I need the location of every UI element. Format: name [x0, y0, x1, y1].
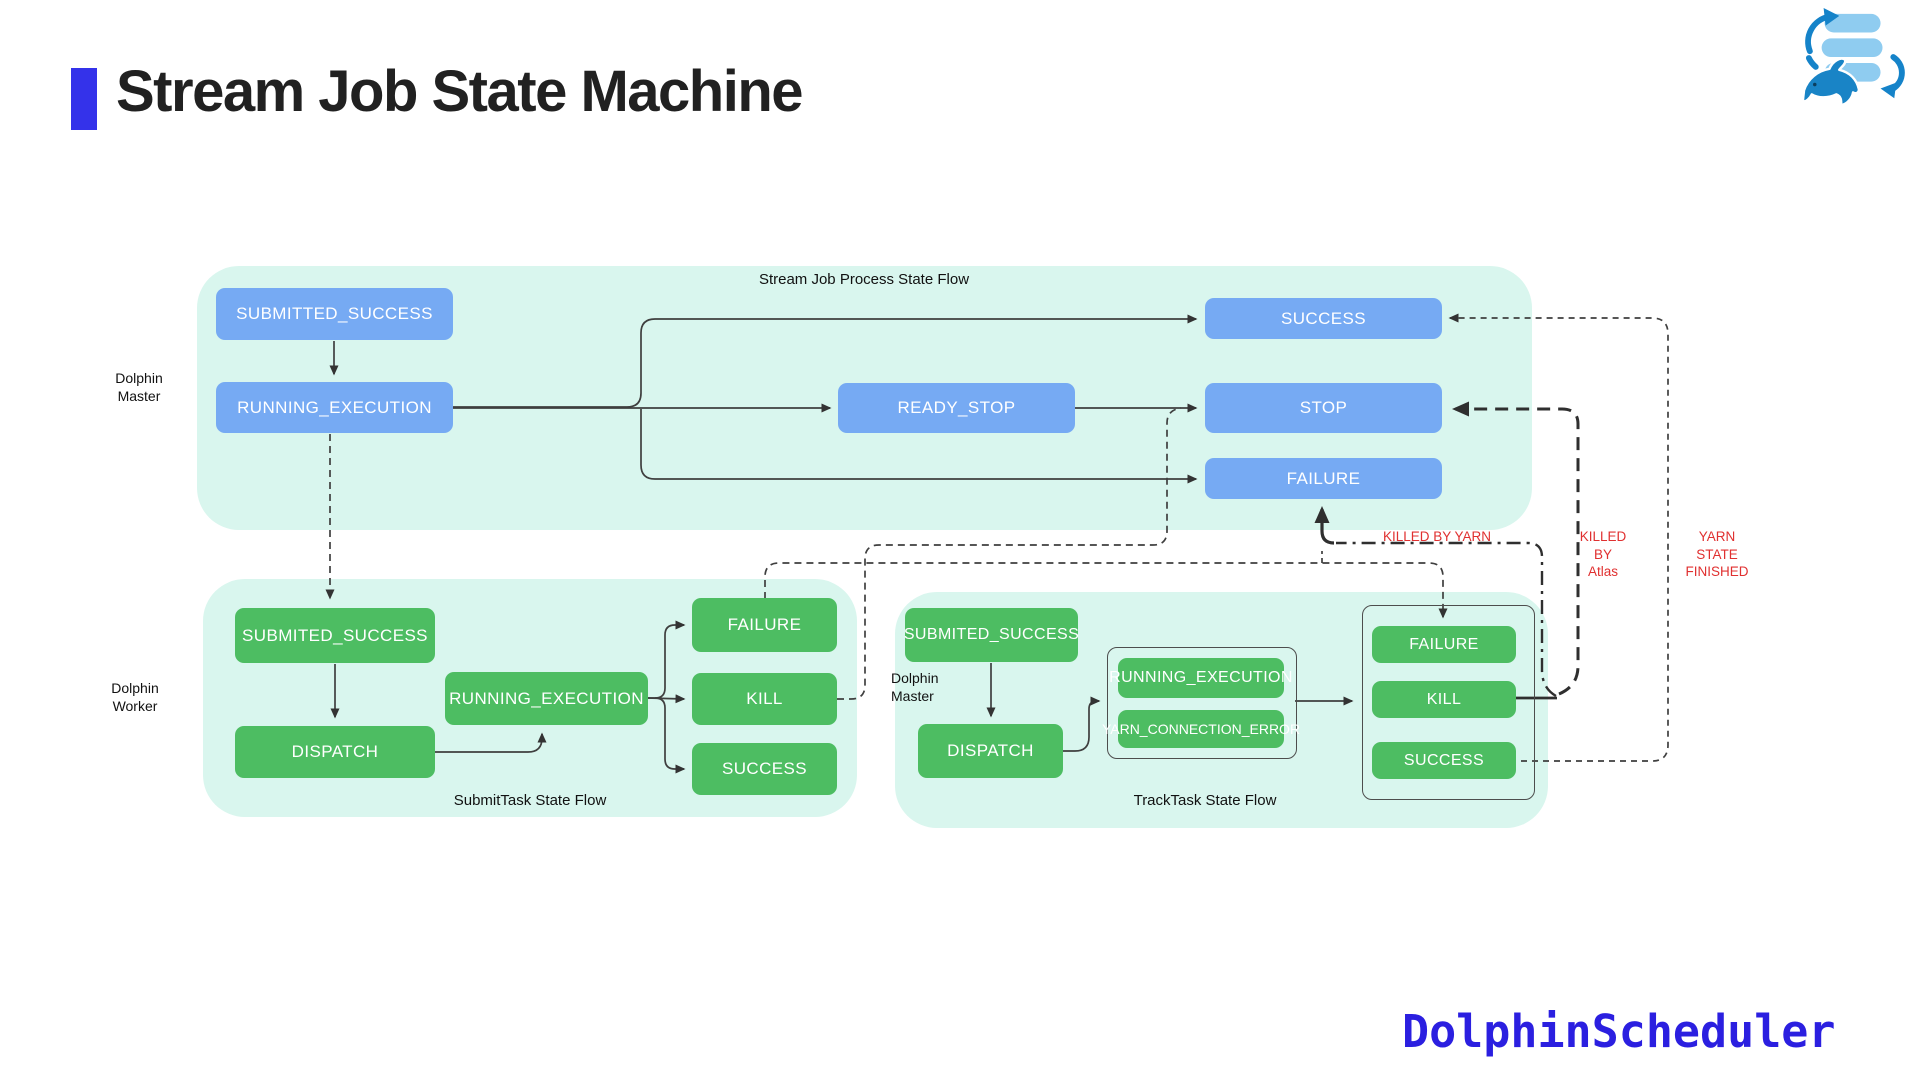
node-process-ready-stop: READY_STOP [838, 383, 1075, 433]
node-process-running-execution: RUNNING_EXECUTION [216, 382, 453, 433]
submit-task-title: SubmitTask State Flow [453, 792, 607, 809]
node-process-failure: FAILURE [1205, 458, 1442, 499]
node-submit-submited-success: SUBMITED_SUCCESS [235, 608, 435, 663]
annotation-killed-by-yarn: KILLED BY YARN [1383, 529, 1492, 544]
node-track-success: SUCCESS [1372, 742, 1516, 779]
node-submit-running-execution: RUNNING_EXECUTION [445, 672, 648, 725]
node-submit-kill: KILL [692, 673, 837, 725]
annotation-yarn-state-finished: YARN STATE FINISHED [1685, 529, 1749, 580]
node-submit-dispatch: DISPATCH [235, 726, 435, 778]
node-track-running-execution: RUNNING_EXECUTION [1109, 658, 1292, 698]
dolphinscheduler-logo-icon [1802, 7, 1905, 107]
node-track-submited-success: SUBMITED_SUCCESS [904, 608, 1079, 662]
node-submit-failure: FAILURE [692, 598, 837, 652]
brand-wordmark: DolphinScheduler [1402, 1005, 1836, 1058]
track-task-title: TrackTask State Flow [1133, 792, 1277, 809]
node-process-submitted-success: SUBMITTED_SUCCESS [216, 288, 453, 340]
node-track-kill: KILL [1372, 681, 1516, 718]
node-process-stop: STOP [1205, 383, 1442, 433]
process-flow-title: Stream Job Process State Flow [758, 271, 970, 288]
node-track-failure: FAILURE [1372, 626, 1516, 663]
node-track-dispatch: DISPATCH [918, 724, 1063, 778]
title-accent-bar [71, 68, 97, 130]
node-process-success: SUCCESS [1205, 298, 1442, 339]
process-actor-label: Dolphin Master [115, 370, 163, 404]
submit-actor-label: Dolphin Worker [111, 680, 159, 714]
node-track-yarn-connection-error: YARN_CONNECTION_ERROR [1102, 710, 1300, 748]
track-result-group [1362, 605, 1535, 800]
annotation-killed-by-atlas: KILLED BY Atlas [1579, 529, 1627, 580]
node-submit-success: SUCCESS [692, 743, 837, 795]
page-title: Stream Job State Machine [116, 59, 804, 124]
track-actor-label: Dolphin Master [891, 670, 939, 704]
track-running-group [1107, 647, 1297, 759]
